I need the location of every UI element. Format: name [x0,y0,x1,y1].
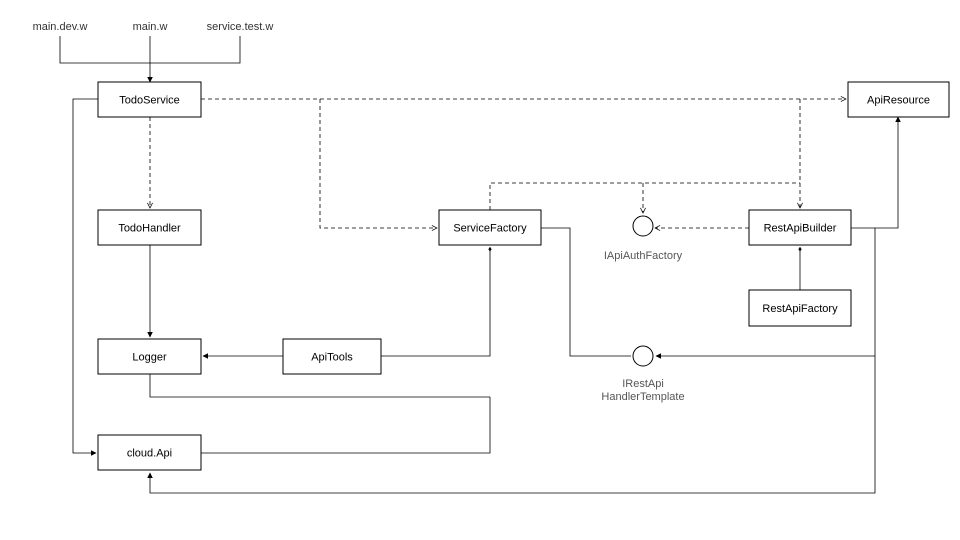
node-api-tools-label: ApiTools [311,352,353,364]
node-todo-service-label: TodoService [119,95,180,107]
edge-todo-service-to-cloud-api [72,98,98,456]
interface-rest-api-handler-template[interactable]: IRestApi HandlerTemplate [601,345,685,403]
node-rest-api-factory[interactable]: RestApiFactory [748,289,852,327]
node-todo-handler-label: TodoHandler [118,223,181,235]
edge-api-tools-to-service-factory [381,247,492,357]
edge-service-factory-to-rest-api-handler-template [541,227,631,357]
node-service-factory[interactable]: ServiceFactory [438,209,542,246]
interface-rest-api-handler-template-label-2: HandlerTemplate [601,391,684,403]
edge-logger-to-service-factory [149,374,490,398]
node-service-factory-label: ServiceFactory [453,223,527,235]
node-api-resource-label: ApiResource [867,95,930,107]
node-rest-api-factory-label: RestApiFactory [762,303,838,315]
node-rest-api-builder-label: RestApiBuilder [764,223,837,235]
edge-todo-service-to-service-factory [319,99,437,228]
edge-rest-api-builder-to-cloud-api [147,356,876,494]
node-cloud-api[interactable]: cloud.Api [97,434,202,471]
edges [59,36,901,494]
node-cloud-api-label: cloud.Api [127,448,172,460]
source-main-dev: main.dev.w [33,21,88,33]
source-main: main.w [133,21,168,33]
source-service-test: service.test.w [207,21,274,33]
interface-api-auth-factory-label: IApiAuthFactory [604,250,683,262]
edge-rest-api-builder-to-rest-api-handler-template [655,227,876,359]
edge-service-factory-to-rest-api-builder [489,182,800,210]
node-todo-service[interactable]: TodoService [97,81,202,118]
node-logger-label: Logger [132,352,167,364]
node-api-tools[interactable]: ApiTools [282,338,382,375]
interface-rest-api-handler-template-label-1: IRestApi [622,378,664,390]
edge-cloud-api-to-service-factory [201,397,491,454]
node-api-resource[interactable]: ApiResource [847,81,950,118]
node-rest-api-builder[interactable]: RestApiBuilder [748,209,852,246]
node-logger[interactable]: Logger [97,338,202,375]
node-todo-handler[interactable]: TodoHandler [97,209,202,246]
interface-api-auth-factory[interactable]: IApiAuthFactory [604,215,683,262]
edge-rest-api-builder-to-api-resource [875,116,901,229]
source-labels: main.dev.w main.w service.test.w [33,21,274,33]
